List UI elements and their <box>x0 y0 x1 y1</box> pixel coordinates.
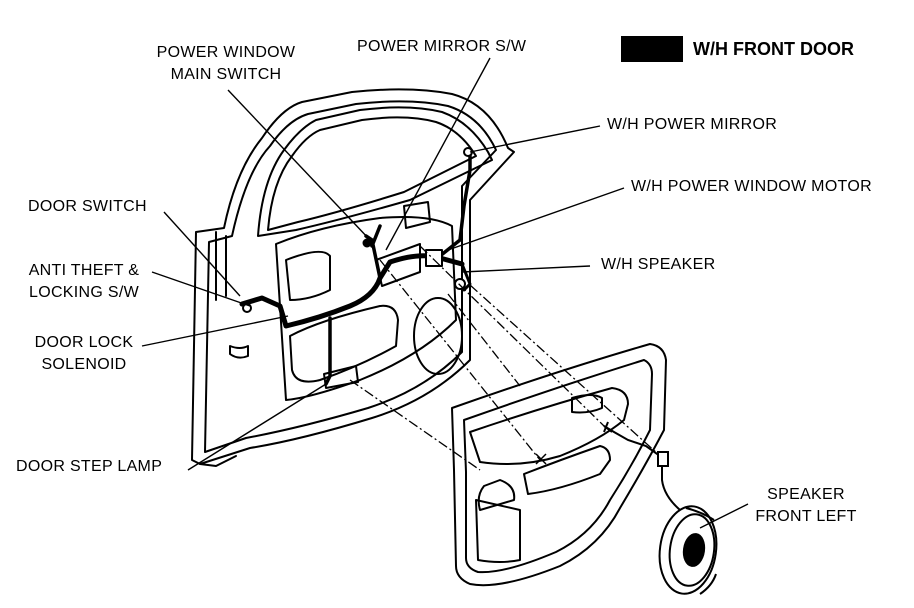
leader-power-window-main-switch <box>227 89 371 241</box>
front-door-wire-harness <box>239 147 473 386</box>
speaker-front-left-shape <box>658 505 718 595</box>
label-speaker-front-left: SPEAKER FRONT LEFT <box>740 484 872 528</box>
leader-door-step-lamp <box>187 383 327 471</box>
label-power-mirror-sw: POWER MIRROR S/W <box>357 38 527 55</box>
label-speaker-line2: FRONT LEFT <box>755 508 857 525</box>
leader-lines <box>141 57 749 529</box>
label-speaker-line1: SPEAKER <box>767 486 845 503</box>
speaker-wire <box>603 421 681 511</box>
front-door-harness-legend-swatch <box>621 36 683 62</box>
label-wh-speaker: W/H SPEAKER <box>601 256 716 273</box>
label-wh-power-window-motor: W/H POWER WINDOW MOTOR <box>631 178 872 195</box>
leader-anti-theft <box>151 271 251 307</box>
label-door-lock-line1: DOOR LOCK <box>34 334 134 351</box>
label-anti-theft-locking-sw: ANTI THEFT & LOCKING S/W <box>14 260 154 304</box>
label-door-step-lamp: DOOR STEP LAMP <box>16 458 163 475</box>
label-door-lock-line2: SOLENOID <box>41 356 127 373</box>
label-door-switch: DOOR SWITCH <box>28 198 147 215</box>
leader-wh-speaker <box>461 265 591 273</box>
leader-door-lock-solenoid <box>141 315 289 347</box>
label-power-window-main-switch-line1: POWER WINDOW <box>156 44 296 61</box>
label-power-window-main-switch-line2: MAIN SWITCH <box>170 66 282 83</box>
speaker-x-mark <box>535 453 547 465</box>
leader-speaker-front-left <box>699 503 749 529</box>
leader-wh-power-mirror <box>469 125 601 153</box>
label-anti-theft-line1: ANTI THEFT & <box>28 262 140 279</box>
label-power-window-main-switch: POWER WINDOW MAIN SWITCH <box>142 42 310 86</box>
label-anti-theft-line2: LOCKING S/W <box>29 284 139 301</box>
leader-power-mirror-sw <box>385 57 491 251</box>
front-door-harness-legend-label: W/H FRONT DOOR <box>693 39 854 59</box>
leader-door-switch <box>163 211 241 297</box>
label-door-lock-solenoid: DOOR LOCK SOLENOID <box>22 332 146 376</box>
label-wh-power-mirror: W/H POWER MIRROR <box>607 116 778 133</box>
leader-wh-power-window-motor <box>447 187 625 251</box>
door-trim-panel <box>451 343 667 587</box>
door-frame <box>191 88 515 467</box>
assembly-guide-lines <box>349 245 659 471</box>
